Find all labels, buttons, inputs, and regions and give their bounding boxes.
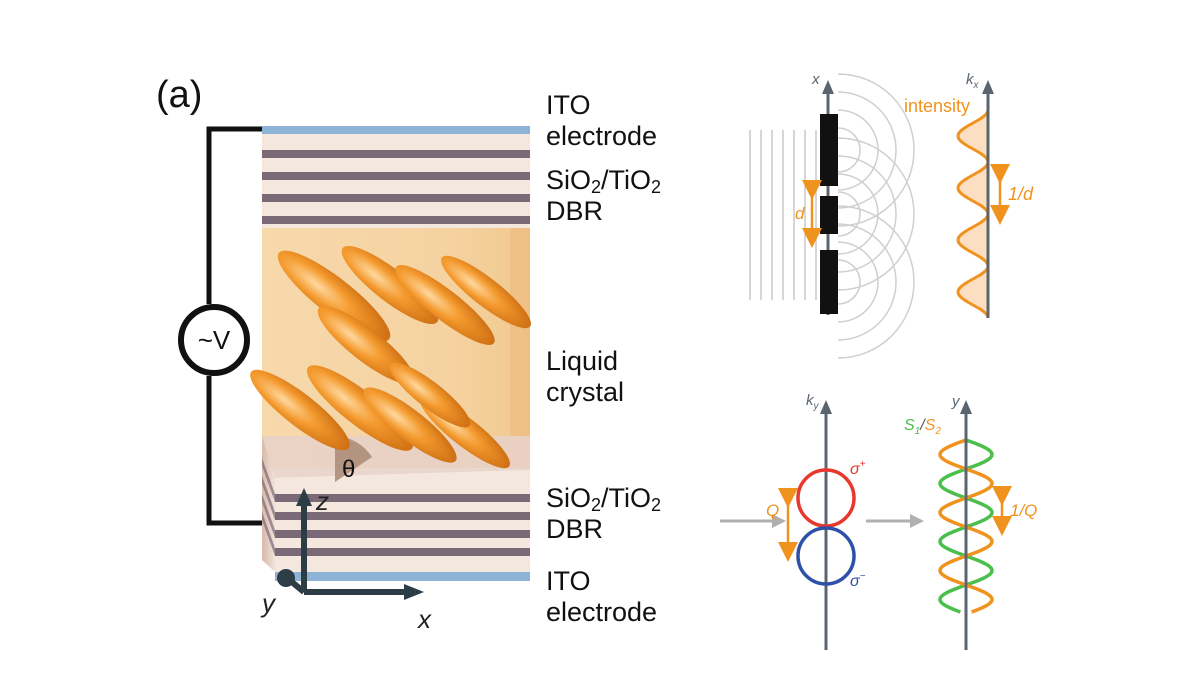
lc-molecule [306,365,414,451]
dbr-stripe [275,530,530,538]
diff-axis-k-label: kx [966,71,980,91]
spherical-wave [837,91,897,209]
sigma-plus-label: σ+ [850,459,866,478]
sigma-minus-circle [796,526,856,586]
plane-waves [749,130,817,300]
axis-y-label: y [260,588,277,618]
q-label: Q [766,501,779,520]
spherical-wave [837,241,879,323]
lc-molecule [341,245,439,325]
recip-q-label: 1/Q [1010,501,1037,520]
lc-molecule [389,362,471,428]
spherical-wave [837,109,879,191]
lc-molecule [395,265,495,345]
coordinate-axes: z y x [260,486,432,634]
sigma-plus-circle [796,468,856,528]
dbr-stripe [262,172,530,180]
diff-axis-x-label: x [811,71,820,88]
lc-molecule [277,250,391,342]
bottom-dbr-stack [262,436,530,572]
period-d-label: d [795,204,805,223]
spin-schematic: ky σ+ σ− Q y S1/S2 1/Q [720,392,1037,650]
top-dbr-stack [262,134,530,228]
dbr-stripe [262,150,530,158]
kx-axis-arrow-icon [982,80,994,94]
lc-molecule [363,387,457,463]
axis-z-label: z [315,486,329,516]
dbr-stripe [275,512,530,520]
top-ito-layer [262,126,530,134]
intensity-label: intensity [904,96,970,116]
diffraction-schematic: x d kx intensity 1/d [749,71,1034,359]
label-dbr-top: SiO2/TiO2 DBR [546,165,662,226]
spherical-wave [837,137,915,291]
spin-axis-y-label: y [951,393,961,410]
bottom-ito-layer [275,572,530,581]
lc-molecule [317,305,415,385]
dbr-stripe-side [262,476,275,520]
voltage-source: ~V [178,304,250,376]
sigma-minus-label: σ− [850,571,866,590]
output-arrow-head-icon [910,514,924,528]
dbr-stripe-side [262,512,275,556]
label-dbr-bottom: SiO2/TiO2 DBR [546,483,662,544]
spherical-wave [837,73,915,227]
lc-molecule [250,369,350,451]
lc-molecule [441,255,531,329]
liquid-crystal-side [510,228,530,468]
spherical-wave [837,259,861,305]
top-dbr-base [262,134,530,228]
spherical-wave [837,223,897,341]
lc-molecules [250,245,531,469]
x-axis-arrow-icon [822,80,834,94]
spherical-wave [837,173,879,255]
dbr-stripe-side [262,458,275,502]
spherical-wave [837,155,897,273]
y-axis-arrow-icon [960,400,972,414]
dbr-stripe [275,494,530,502]
spherical-wave [837,127,861,173]
dbr-stripe [262,194,530,202]
recip-d-label: 1/d [1008,184,1034,204]
dbr-stripe-side [262,494,275,538]
dbr-stripe [262,216,530,224]
dbr-stripe [275,548,530,556]
spherical-waves [837,73,915,359]
grating-slits [820,114,838,314]
circuit-wires [206,126,275,526]
bottom-dbr-base [275,470,530,572]
spherical-wave [837,205,915,359]
spin-axis-k-label: ky [806,392,820,412]
axis-x-label: x [416,604,432,634]
ky-axis-arrow-icon [820,400,832,414]
s1-s2-legend: S1/S2 [904,417,941,437]
panel-label: (a) [156,74,203,116]
theta-label: θ [342,456,355,483]
spherical-wave [837,191,861,237]
